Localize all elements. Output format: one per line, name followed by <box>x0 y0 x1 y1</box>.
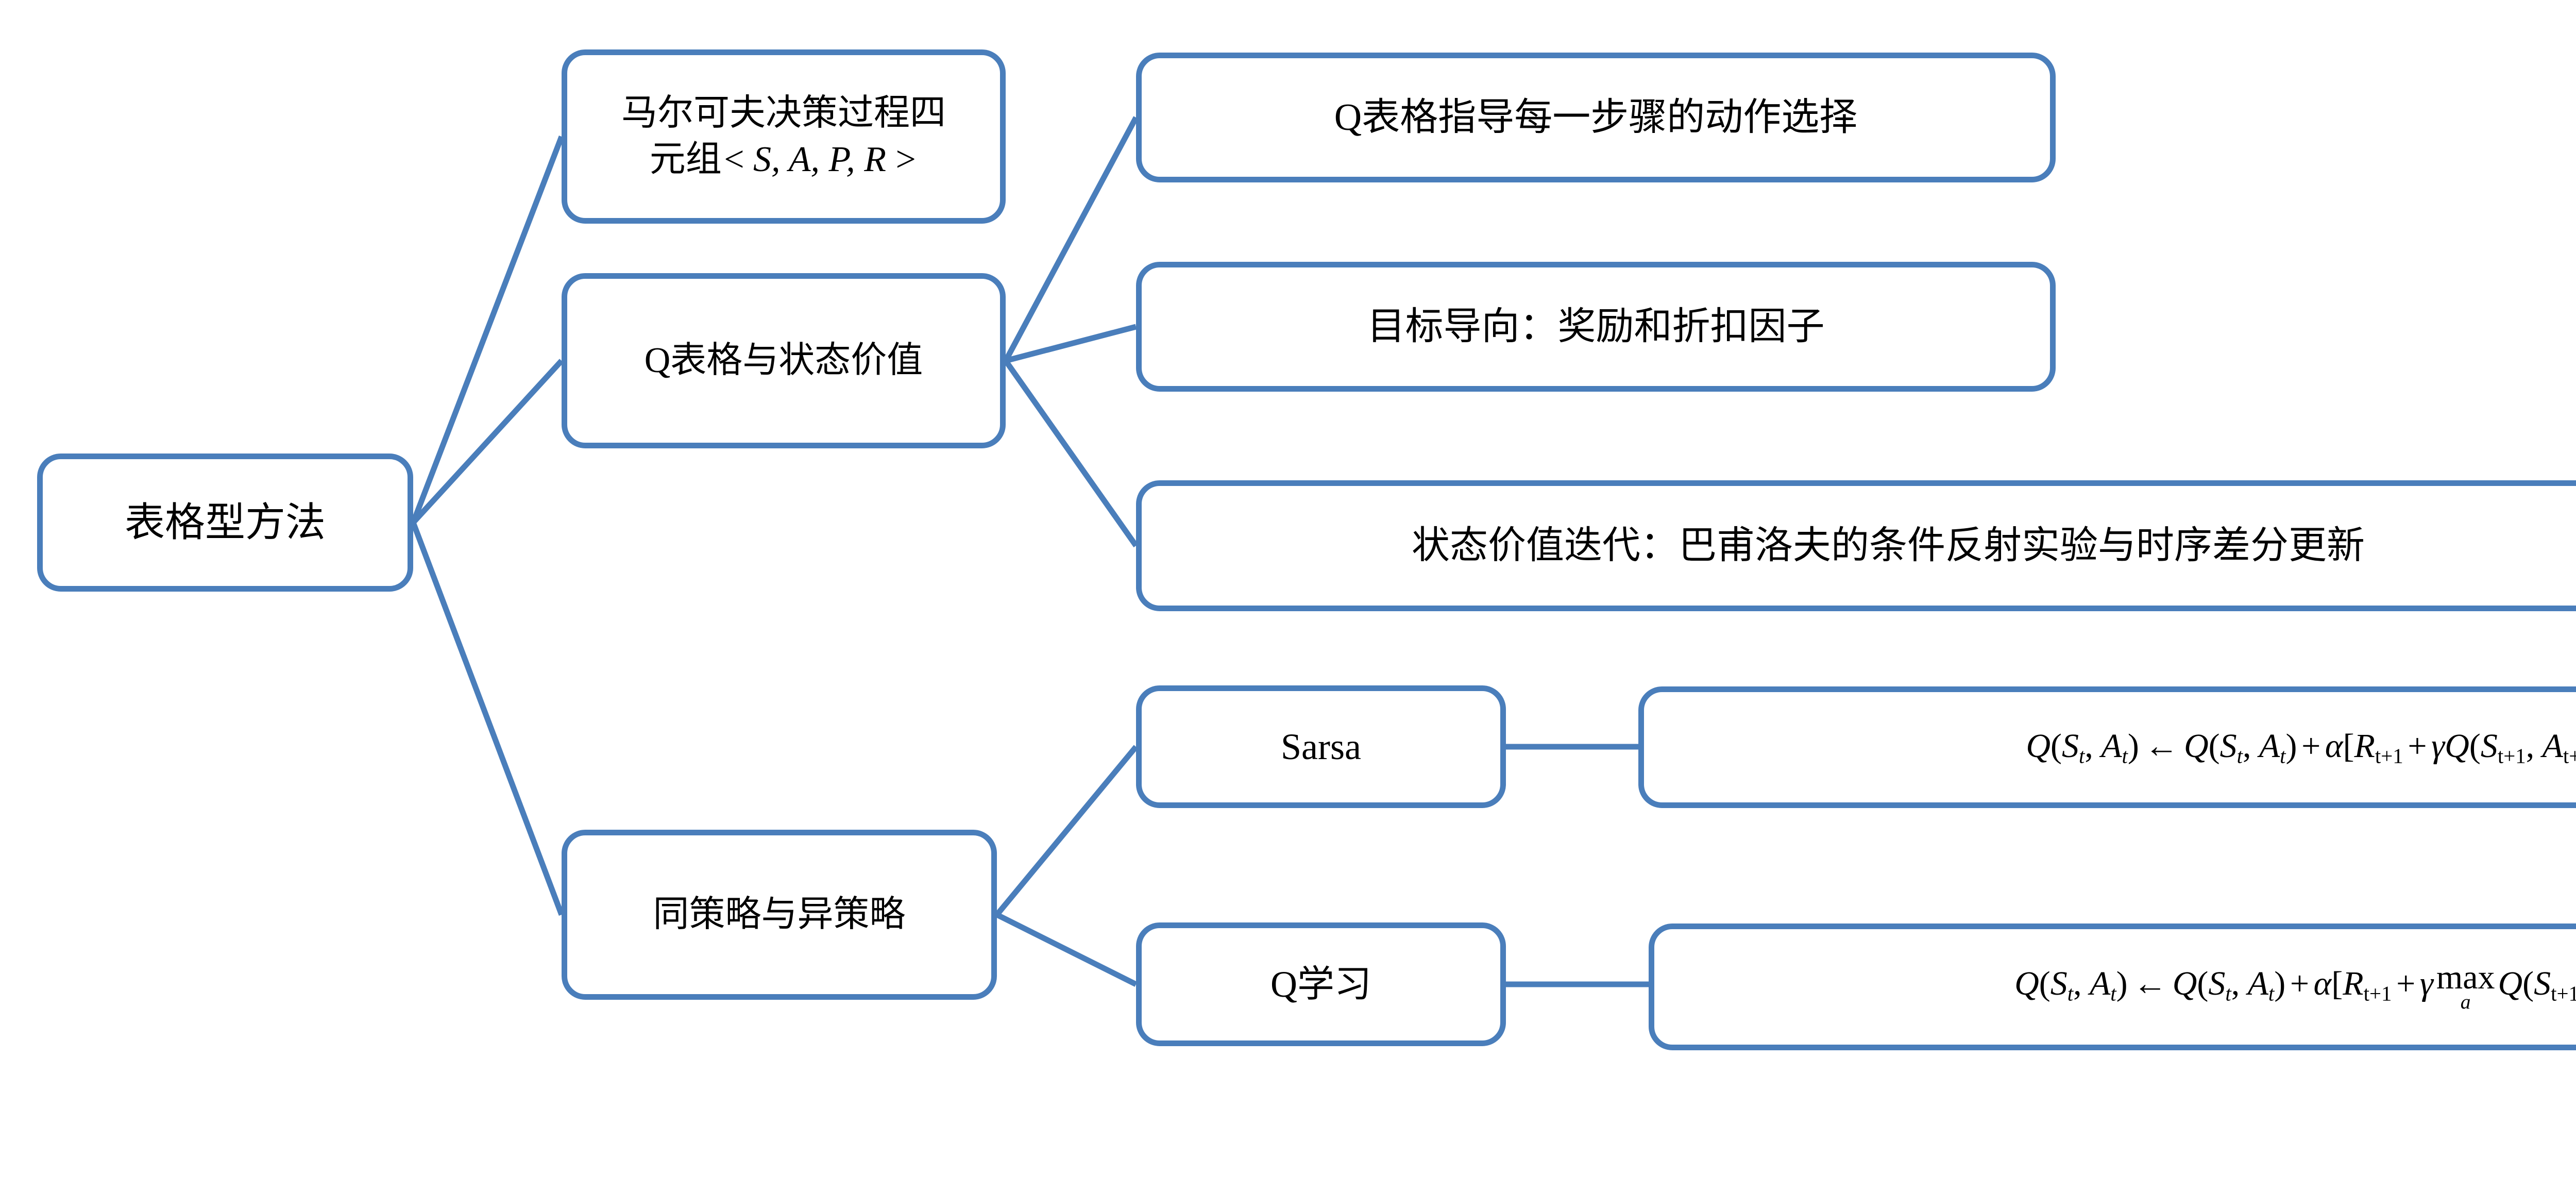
node-mdp-tuple-open: < <box>721 140 746 179</box>
node-qtable-label: Q表格与状态价值 <box>644 341 923 381</box>
edge-qtable-to-leaf1 <box>1003 116 1139 362</box>
node-leaf-state-value-iteration[interactable]: 状态价值迭代：巴甫洛夫的条件反射实验与时序差分更新 <box>1136 480 2576 611</box>
edge-root-to-qtable <box>411 359 564 525</box>
formula-sarsa-expression: Q(St, At)←Q(St, At)+α[Rt+1+γQ(St+1, At+1… <box>2026 727 2576 768</box>
node-q-learning[interactable]: Q学习 <box>1136 922 1506 1046</box>
node-policy-label: 同策略与异策略 <box>653 895 906 935</box>
node-root[interactable]: 表格型方法 <box>37 454 413 592</box>
node-formula-sarsa[interactable]: Q(St, At)←Q(St, At)+α[Rt+1+γQ(St+1, At+1… <box>1638 686 2576 808</box>
formula-q-learning-expression: Q(St, At)←Q(St, At)+α[Rt+1+γmaxaQ(St+1, … <box>2014 959 2576 1014</box>
node-leaf1-label: Q表格指导每一步骤的动作选择 <box>1334 96 1858 139</box>
node-mdp-line2: 元组< S, A, P, R > <box>621 137 946 183</box>
node-on-off-policy[interactable]: 同策略与异策略 <box>562 830 997 1000</box>
edge-root-to-mdp <box>410 136 565 524</box>
node-mdp-line1: 马尔可夫决策过程四 <box>621 93 946 133</box>
node-formula-q-learning[interactable]: Q(St, At)←Q(St, At)+α[Rt+1+γmaxaQ(St+1, … <box>1649 924 2576 1050</box>
edge-policy-to-qlearn <box>995 912 1138 987</box>
edge-root-to-policy <box>410 522 565 916</box>
node-root-label: 表格型方法 <box>124 500 326 545</box>
edge-qtable-to-leaf3 <box>1003 359 1139 548</box>
edge-qtable-to-leaf2 <box>1005 324 1137 364</box>
node-leaf2-label: 目标导向：奖励和折扣因子 <box>1367 305 1825 348</box>
node-qlearn-label: Q学习 <box>1270 963 1371 1005</box>
node-q-table-state-value[interactable]: Q表格与状态价值 <box>562 273 1006 448</box>
node-mdp-tuple-symbols: S, A, P, R <box>753 140 886 179</box>
node-leaf3-label: 状态价值迭代：巴甫洛夫的条件反射实验与时序差分更新 <box>1412 524 2365 567</box>
node-sarsa[interactable]: Sarsa <box>1136 685 1506 808</box>
node-sarsa-label: Sarsa <box>1281 726 1361 767</box>
node-mdp-tuple-close: > <box>893 140 918 179</box>
node-leaf-goal-reward-discount[interactable]: 目标导向：奖励和折扣因子 <box>1136 262 2056 392</box>
node-leaf-q-table-guides-action[interactable]: Q表格指导每一步骤的动作选择 <box>1136 53 2056 182</box>
node-mdp-line2-prefix: 元组 <box>649 140 722 179</box>
node-mdp-tuple[interactable]: 马尔可夫决策过程四 元组< S, A, P, R > <box>562 49 1006 224</box>
node-mdp-label: 马尔可夫决策过程四 元组< S, A, P, R > <box>621 90 946 182</box>
edge-policy-to-sarsa <box>994 745 1139 917</box>
